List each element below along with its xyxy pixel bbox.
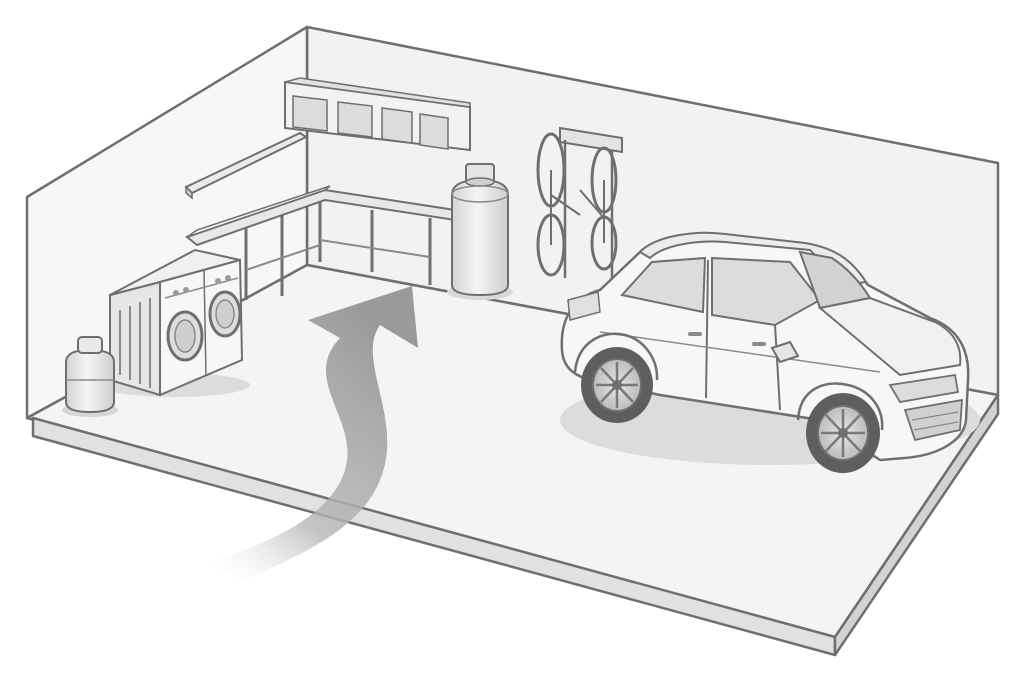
rear-wheel — [581, 347, 653, 423]
wall-shelf — [184, 131, 309, 200]
cabinet-door-2 — [337, 101, 373, 138]
washer-dryer — [100, 248, 250, 397]
slab-edge-right — [833, 393, 1000, 657]
entry-arrow — [205, 286, 418, 580]
propane-tank — [62, 336, 118, 417]
washing-machine-icon — [166, 290, 242, 362]
bike-rack — [536, 126, 623, 278]
cabinet-door-3 — [381, 107, 413, 144]
grille — [903, 398, 963, 442]
cabinet-door-4 — [419, 113, 449, 150]
car — [560, 231, 980, 473]
rear-window — [620, 256, 707, 314]
wall-cabinets — [284, 77, 471, 152]
bicycle-icon — [536, 132, 618, 277]
front-wheel — [806, 393, 880, 473]
side-mirror — [770, 340, 800, 364]
curved-arrow-icon — [205, 286, 418, 580]
propane-tank-icon — [65, 336, 115, 414]
headlight — [888, 373, 960, 403]
front-side-window — [711, 256, 822, 327]
water-heater — [447, 163, 513, 300]
cabinet-door-1 — [292, 95, 328, 132]
suv-icon — [560, 231, 980, 473]
